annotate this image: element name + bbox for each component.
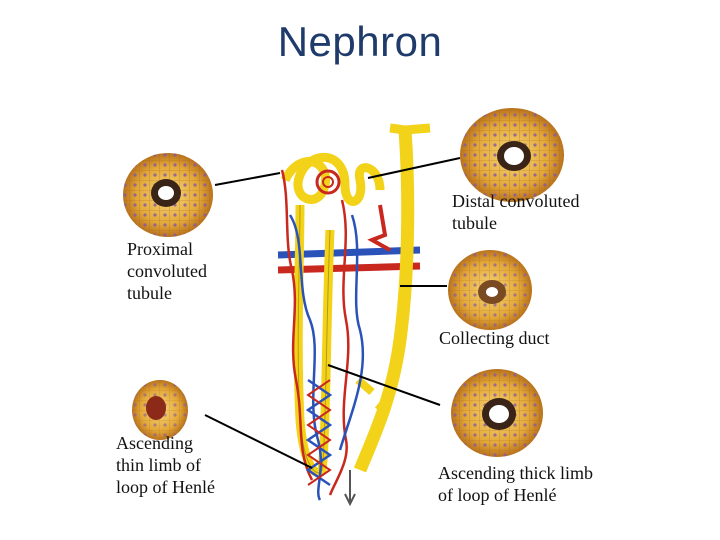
- peritubular-capillary-blue: [288, 214, 323, 501]
- glomerulus: [315, 169, 341, 195]
- convoluted-tubule-top: [280, 153, 385, 206]
- thick-limb-cross-section: [451, 369, 543, 457]
- pointer-lines: [204, 157, 461, 469]
- pointer-distal: [367, 157, 461, 179]
- peritubular-capillary-red: [280, 169, 314, 481]
- collecting-duct-tube: [353, 129, 415, 473]
- proximal-tubule-cross-section: [123, 153, 213, 237]
- diagram-title: Nephron: [277, 18, 443, 65]
- label-ascending-thin-limb: Ascending thin limb of loop of Henlé: [116, 433, 215, 497]
- collecting-duct-cross-section: [448, 250, 532, 330]
- pointer-thin-limb: [204, 414, 313, 469]
- label-ascending-thick-limb: Ascending thick limb of loop of Henlé: [438, 463, 593, 505]
- pointer-proximal: [214, 172, 281, 186]
- nephron-loop-drawing: [277, 123, 431, 507]
- label-proximal-convoluted-tubule: Proximal convoluted tubule: [127, 239, 207, 303]
- label-collecting-duct: Collecting duct: [439, 328, 550, 348]
- thin-limb-cross-section: [132, 380, 188, 440]
- pointer-thick-limb: [327, 364, 441, 406]
- distal-tubule-cross-section: [460, 108, 564, 202]
- label-distal-convoluted-tubule: Distal convoluted tubule: [452, 191, 580, 233]
